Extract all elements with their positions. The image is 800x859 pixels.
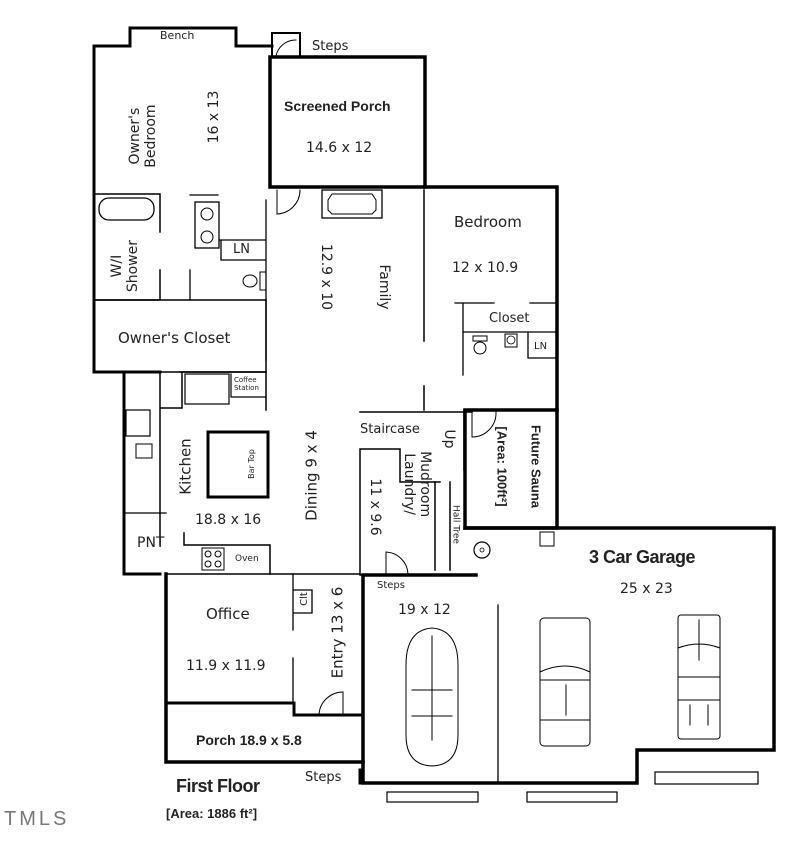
laundry-dims: 11 x 9.6 [367,478,383,536]
laundry-label: Mudroom Laundry/ [401,451,434,518]
garage-dims: 25 x 23 [620,581,673,597]
floor-title: First Floor [176,776,260,796]
staircase-label: Staircase [360,422,420,437]
porch-label: Porch 18.9 x 5.8 [196,732,302,748]
office-label: Office [206,605,250,623]
oven-label: Oven [235,554,259,564]
ln-owner-label: LN [233,242,250,257]
up-label: Up [441,429,457,449]
bedroom-dims: 12 x 10.9 [452,260,519,276]
family-dims: 12.9 x 10 [318,243,334,311]
steps-bottom-label: Steps [305,770,342,785]
kitchen-dims: 18.8 x 16 [195,512,262,528]
garage-bay-dims: 19 x 12 [398,602,451,618]
truck-icon [677,614,721,740]
future-sauna-label: Future Sauna [528,424,544,509]
bar-top-island [206,430,270,499]
screened-porch-dims: 14.6 x 12 [306,140,373,156]
car-icon [405,627,459,767]
steps-top-label: Steps [312,39,349,54]
owners-bedroom-dims: 16 x 13 [206,90,222,144]
car-icon [539,617,591,747]
pantry-label: PNT [137,535,165,551]
screened-porch-label: Screened Porch [284,98,391,114]
family-label: Family [376,264,392,310]
owners-bedroom-label: Owner's Bedroom [126,104,159,168]
garage-steps-label: Steps [377,580,405,591]
screened-porch-wall [268,55,427,189]
closet-label: Closet [489,311,530,326]
garage-label: 3 Car Garage [589,547,696,567]
kitchen-label: Kitchen [176,438,195,495]
future-sauna-area: [Area: 100ft²] [494,426,510,507]
bar-top-label: Bar Top [247,449,256,479]
clt-label: Clt [299,592,310,606]
dining-label: Dining 9 x 4 [302,430,321,521]
owners-suite-outer-wall [92,44,274,374]
office-dims: 11.9 x 11.9 [186,658,266,674]
garage-wall [361,526,776,785]
bedroom-label: Bedroom [454,213,522,231]
bench-outline [128,26,238,48]
ln-bedroom-label: LN [534,341,548,352]
bench-label: Bench [160,29,195,42]
entry-label: Entry 13 x 6 [328,586,347,679]
floor-area: [Area: 1886 ft²] [166,806,258,821]
watermark-logo: TMLS [4,808,70,830]
owners-closet-label: Owner's Closet [118,329,231,347]
coffee-station-label: Coffee Station [234,376,259,393]
hall-tree-label: Hall Tree [450,505,461,544]
wi-shower-label: W/I Shower [108,240,141,293]
